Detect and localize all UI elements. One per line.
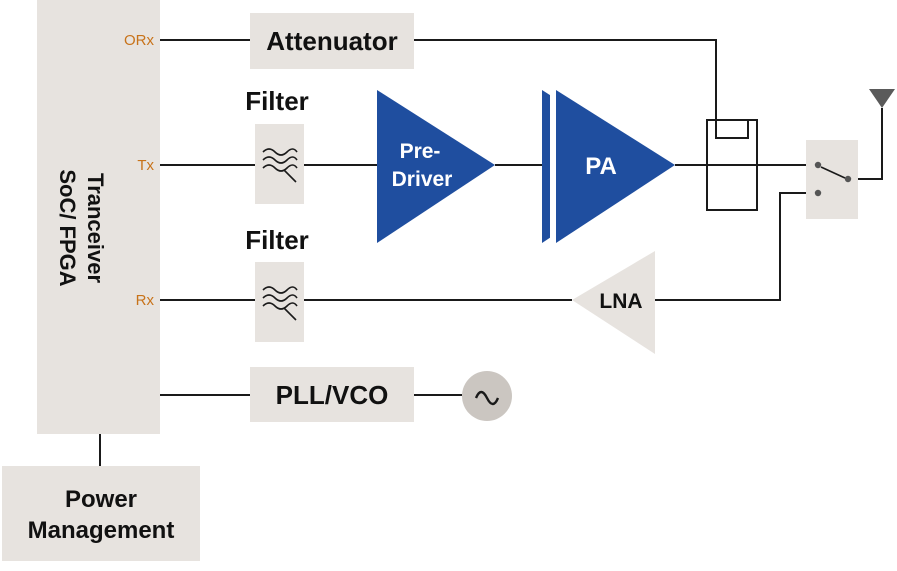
pre-driver-label-line2: Driver: [392, 168, 453, 191]
rx-filter-label: Filter: [245, 225, 309, 255]
power-label-line2: Management: [28, 517, 175, 544]
power-amplifier: PA: [542, 88, 675, 245]
wire-lna-switch: [655, 192, 818, 301]
port-rx-label: Rx: [136, 292, 155, 309]
transceiver-label-line2: SoC/ FPGA: [55, 169, 80, 286]
power-management-box: [2, 466, 200, 561]
wire-switch-antenna: [848, 108, 883, 180]
attenuator-box: [250, 13, 414, 69]
pre-driver-label-line1: Pre-: [400, 140, 441, 163]
attenuator-label: Attenuator: [266, 26, 397, 56]
power-management-block: Power Management: [2, 466, 200, 561]
lna-amplifier: LNA: [572, 251, 655, 354]
port-tx-label: Tx: [137, 157, 154, 174]
tx-filter-label: Filter: [245, 86, 309, 116]
transceiver-label-line1: Tranceiver: [83, 173, 108, 284]
pre-driver-amplifier: Pre- Driver: [377, 90, 495, 243]
filter-wave-icon: [262, 286, 298, 321]
tx-filter-box: [255, 124, 304, 204]
wires: [99, 39, 883, 466]
pre-driver-triangle: [377, 90, 495, 243]
rf-switch-block: [806, 140, 858, 219]
attenuator-block: Attenuator: [250, 13, 414, 69]
power-label-line1: Power: [65, 486, 137, 513]
rf-switch-icon: [814, 161, 852, 197]
rx-filter-block: Filter: [245, 225, 309, 342]
transceiver-block: Tranceiver SoC/ FPGA ORx Tx Rx: [37, 0, 160, 434]
lna-triangle: [572, 251, 655, 354]
transceiver-box: [37, 0, 160, 434]
filter-wave-icon: [262, 148, 298, 183]
sine-wave-icon: [474, 390, 500, 406]
pll-vco-block: PLL/VCO: [250, 367, 414, 422]
oscillator-block: [462, 371, 512, 421]
antenna-icon: [869, 89, 895, 108]
pa-triangle: [556, 90, 675, 243]
port-orx-label: ORx: [124, 32, 155, 49]
pll-vco-label: PLL/VCO: [276, 380, 389, 410]
rx-filter-box: [255, 262, 304, 342]
directional-coupler-icon: [706, 119, 758, 211]
tx-filter-block: Filter: [245, 86, 309, 204]
wire-attenuator-coupler: [414, 39, 717, 138]
pa-label: PA: [585, 153, 617, 180]
pa-gap: [550, 88, 556, 245]
pll-vco-box: [250, 367, 414, 422]
lna-label: LNA: [599, 290, 642, 313]
